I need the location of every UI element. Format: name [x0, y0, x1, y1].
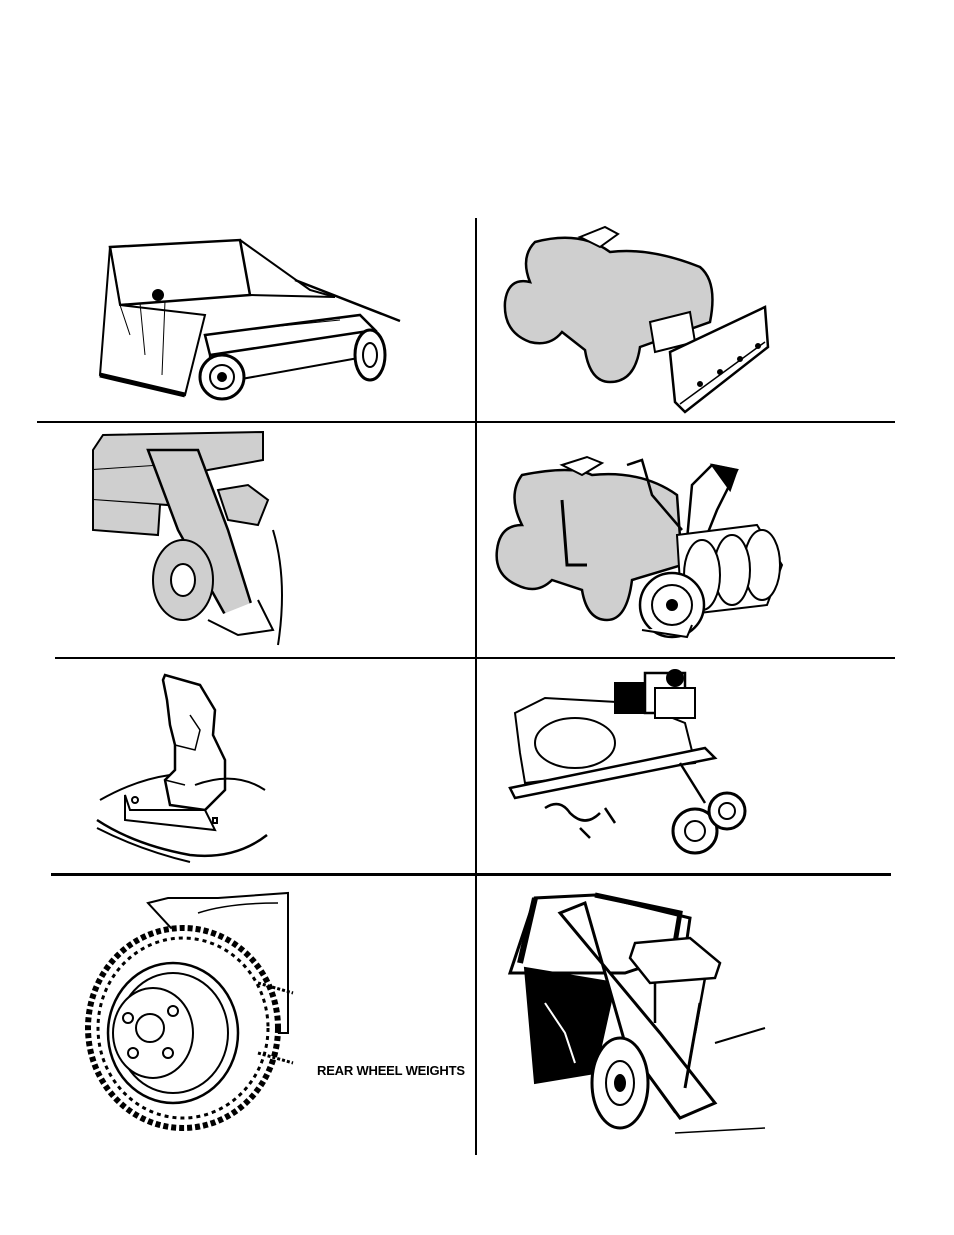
grass-collector-chute-illustration [88, 430, 288, 650]
rear-wheel-weights-caption: REAR WHEEL WEIGHTS [317, 1063, 465, 1078]
tire-chains-panel [78, 893, 298, 1133]
horizontal-divider-2 [55, 657, 895, 659]
tire-chains-wheel-illustration [78, 893, 298, 1133]
horizontal-divider-3 [51, 873, 891, 876]
snow-blade-panel [500, 222, 780, 417]
mulching-deck-cover-illustration [95, 670, 270, 865]
vertical-divider [475, 218, 477, 1155]
grass-collector-panel [88, 430, 288, 650]
mulching-cover-panel [95, 670, 270, 865]
lawn-sweeper-panel [90, 235, 420, 415]
tiller-panel [505, 663, 755, 863]
tractor-with-snow-thrower-illustration [492, 455, 792, 650]
rear-tiller-illustration [505, 663, 755, 863]
snow-thrower-panel [492, 455, 792, 650]
lawn-sweeper-illustration [90, 235, 420, 415]
tractor-with-snow-blade-illustration [500, 222, 780, 417]
horizontal-divider-1 [37, 421, 895, 423]
tractor-bagger-illustration [505, 893, 770, 1153]
bagger-panel [505, 893, 770, 1153]
